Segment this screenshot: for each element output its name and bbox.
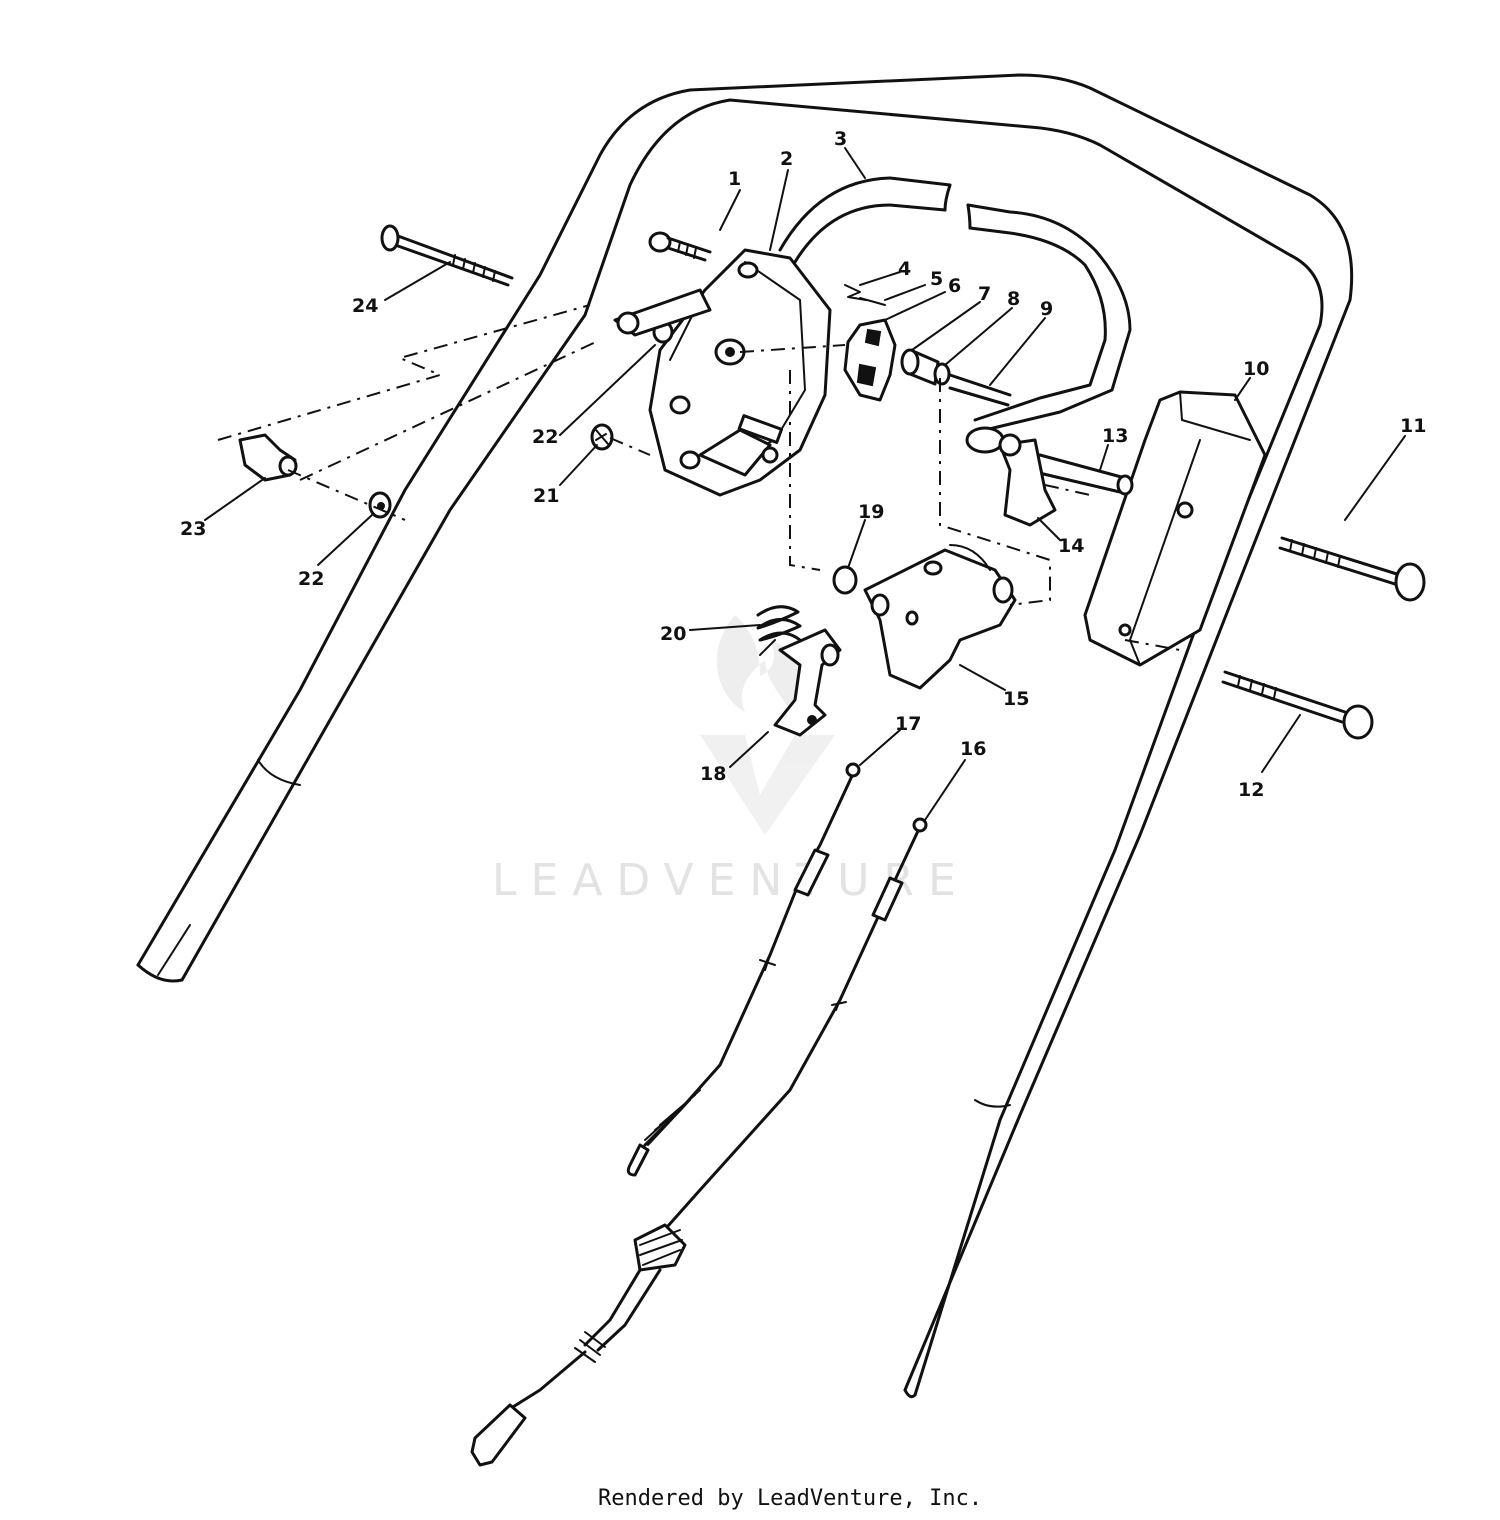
part-13-pin bbox=[1033, 453, 1134, 496]
callout-leaders bbox=[204, 147, 1406, 821]
part-9-pin bbox=[948, 373, 1012, 407]
callout-labels: 1 2 3 4 5 6 7 8 9 10 11 12 13 14 15 16 1… bbox=[180, 128, 1426, 801]
part-21-nut bbox=[590, 423, 614, 451]
part-11-screw bbox=[1278, 536, 1426, 602]
watermark-logo bbox=[700, 615, 835, 835]
callout-22-upper: 22 bbox=[532, 426, 558, 448]
callout-13: 13 bbox=[1102, 425, 1128, 447]
part-10-cover bbox=[1083, 390, 1267, 667]
part-20-spring bbox=[756, 605, 802, 656]
part-22-nut bbox=[368, 320, 674, 519]
callout-4: 4 bbox=[898, 258, 911, 280]
callout-1: 1 bbox=[728, 168, 741, 190]
part-17-cable bbox=[626, 762, 861, 1177]
callout-3: 3 bbox=[834, 128, 847, 150]
callout-12: 12 bbox=[1238, 779, 1264, 801]
part-16-cable bbox=[470, 817, 928, 1467]
callout-2: 2 bbox=[780, 148, 793, 170]
callout-23: 23 bbox=[180, 518, 206, 540]
callout-20: 20 bbox=[660, 623, 686, 645]
callout-6: 6 bbox=[948, 275, 961, 297]
callout-17: 17 bbox=[895, 713, 921, 735]
callout-9: 9 bbox=[1040, 298, 1053, 320]
callout-18: 18 bbox=[700, 763, 726, 785]
callout-8: 8 bbox=[1007, 288, 1020, 310]
handle-upper bbox=[136, 73, 1354, 1399]
callout-19: 19 bbox=[858, 501, 884, 523]
part-4-clip bbox=[844, 284, 867, 301]
part-7-bushing bbox=[900, 348, 940, 386]
link-arm bbox=[613, 288, 712, 337]
callout-10: 10 bbox=[1243, 358, 1269, 380]
watermark-text: LEADVENTURE bbox=[492, 855, 970, 906]
part-5-washer bbox=[859, 297, 886, 306]
part-15-bracket bbox=[863, 544, 1017, 690]
part-19-washer bbox=[832, 565, 858, 595]
callout-14: 14 bbox=[1058, 535, 1084, 557]
part-1-bolt bbox=[648, 231, 712, 262]
callout-5: 5 bbox=[930, 268, 943, 290]
callout-7: 7 bbox=[978, 283, 991, 305]
assembly-guide-lines bbox=[217, 304, 1181, 651]
callout-16: 16 bbox=[960, 738, 986, 760]
callout-22-lower: 22 bbox=[298, 568, 324, 590]
callout-21: 21 bbox=[533, 485, 559, 507]
part-14-lever bbox=[998, 433, 1057, 527]
part-6-cam bbox=[843, 318, 897, 402]
part-8-spacer bbox=[933, 362, 951, 386]
footer-credit: Rendered by LeadVenture, Inc. bbox=[598, 1486, 982, 1511]
part-18-lever bbox=[773, 628, 842, 737]
callout-11: 11 bbox=[1400, 415, 1426, 437]
part-3-bail bbox=[778, 176, 1132, 454]
callout-15: 15 bbox=[1003, 688, 1029, 710]
part-2-housing bbox=[648, 248, 832, 497]
part-12-screw bbox=[1221, 670, 1374, 740]
callout-24: 24 bbox=[352, 295, 378, 317]
part-24-bolt bbox=[380, 224, 514, 287]
part-23-nut bbox=[238, 433, 298, 482]
